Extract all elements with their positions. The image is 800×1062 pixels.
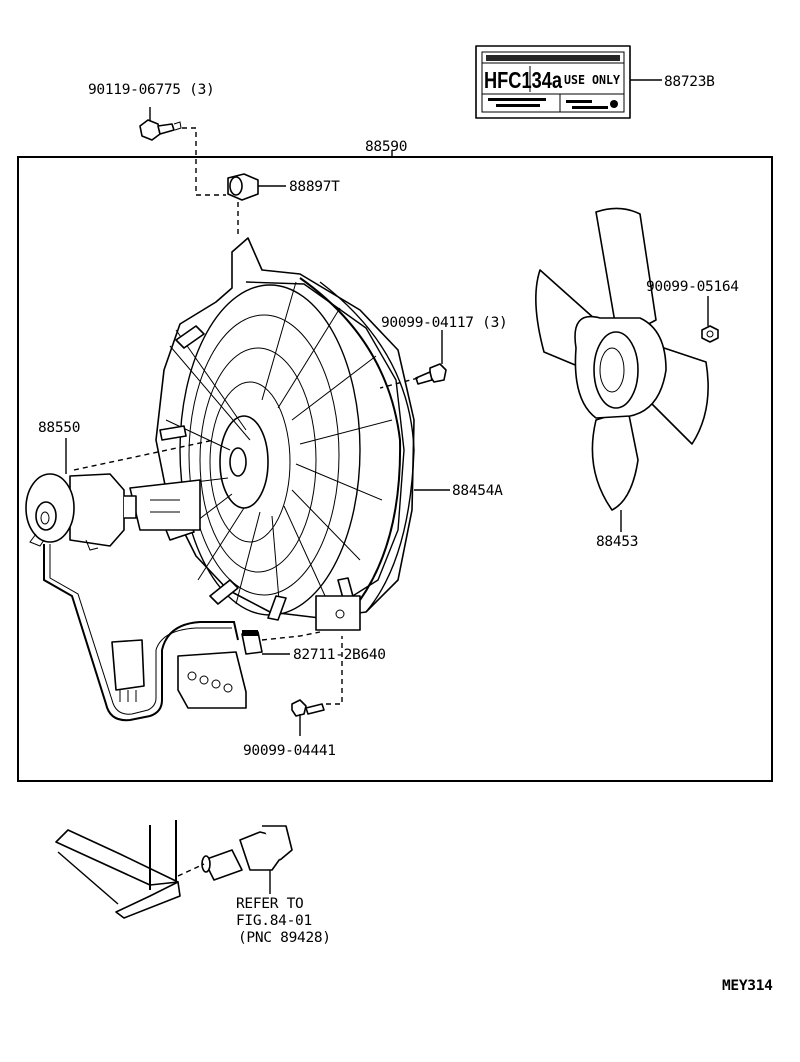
label-refer-2: FIG.84-01 bbox=[236, 913, 312, 929]
motor-dash bbox=[73, 439, 215, 471]
connector-part bbox=[241, 630, 290, 655]
shroud-part bbox=[129, 237, 415, 631]
label-bolt-top: 90119-06775 (3) bbox=[88, 82, 214, 98]
label-refer-3: (PNC 89428) bbox=[238, 930, 331, 946]
label-refer-1: REFER TO bbox=[236, 896, 303, 912]
bottom-bolt bbox=[291, 699, 325, 736]
label-shroud: 88454A bbox=[452, 483, 503, 499]
label-bolt-bottom: 90099-04441 bbox=[243, 743, 336, 759]
cushion-part bbox=[227, 173, 286, 201]
label-motor: 88550 bbox=[38, 420, 80, 436]
middle-bolt-dash bbox=[379, 377, 419, 389]
label-assembly: 88590 bbox=[365, 139, 407, 155]
sensor-dash bbox=[177, 863, 205, 877]
top-bolt-dash bbox=[182, 127, 226, 196]
motor-part bbox=[25, 438, 247, 722]
label-fan: 88453 bbox=[596, 534, 638, 550]
connector-dash bbox=[261, 631, 321, 641]
temp-sensor-part bbox=[55, 820, 293, 919]
caution-plate: HFC134a USE ONLY bbox=[475, 45, 631, 119]
figure-code: MEY314 bbox=[722, 978, 773, 994]
label-cushion: 88897T bbox=[289, 179, 340, 195]
caution-plate-use-only: USE ONLY bbox=[564, 73, 621, 87]
caution-plate-main-text: HFC134a bbox=[484, 67, 562, 93]
middle-bolt bbox=[415, 330, 447, 385]
fan-nut bbox=[701, 296, 719, 343]
label-nut-fan: 90099-05164 bbox=[646, 279, 739, 295]
assembly-frame bbox=[17, 156, 773, 782]
fan-part bbox=[535, 207, 709, 511]
label-caution-plate: 88723B bbox=[664, 74, 715, 90]
label-bolt-mid: 90099-04117 (3) bbox=[381, 315, 507, 331]
label-connector: 82711-2B640 bbox=[293, 647, 386, 663]
top-bolt bbox=[139, 107, 182, 141]
